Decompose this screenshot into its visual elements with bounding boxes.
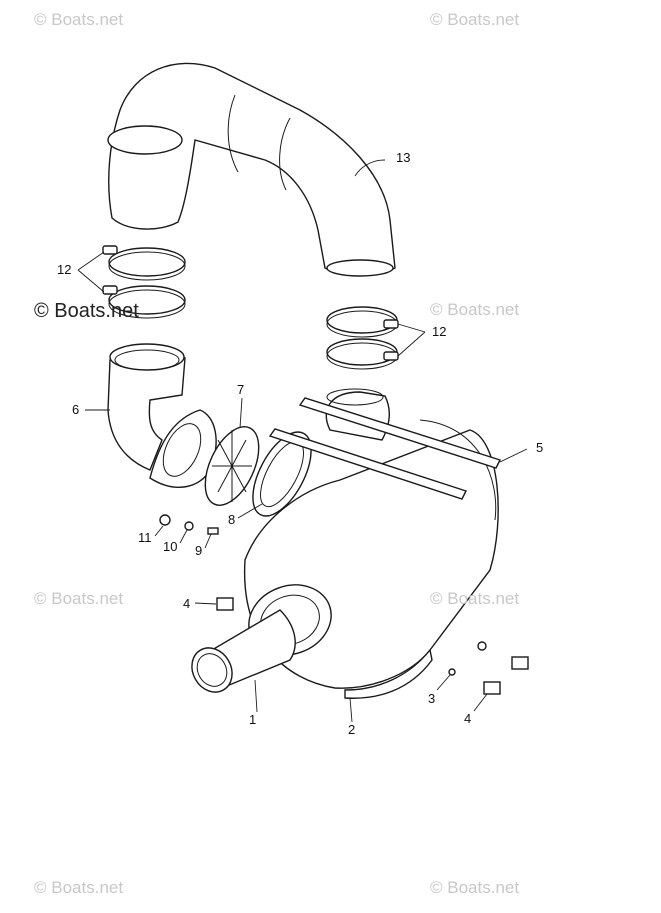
watermark-lower-left: © Boats.net: [34, 589, 124, 608]
watermark-bottom-left: © Boats.net: [34, 878, 124, 897]
part-4-clip-left: [216, 597, 234, 611]
part-3-screw-2: [448, 668, 456, 676]
callout-10: 10: [163, 539, 178, 554]
part-13-exhaust-hose: [107, 62, 396, 277]
callout-11: 11: [138, 530, 152, 545]
callout-4-left: 4: [183, 596, 191, 611]
part-9-stud: [207, 527, 219, 535]
part-11-washer: [159, 514, 171, 526]
watermark-mid-left: © Boats.net: [34, 300, 139, 322]
callout-12-right: 12: [432, 324, 447, 339]
callout-8: 8: [228, 512, 236, 527]
callout-3: 3: [428, 691, 436, 706]
callout-13: 13: [396, 150, 411, 165]
part-10-nut: [184, 521, 194, 531]
watermark-bottom-right: © Boats.net: [430, 878, 520, 897]
callout-12-left: 12: [57, 262, 72, 277]
callout-9: 9: [195, 543, 203, 558]
callout-4-right: 4: [464, 711, 472, 726]
part-2-heat-shield: [344, 648, 433, 699]
part-7-screen-disc: [204, 426, 260, 506]
watermark-top-right: © Boats.net: [430, 10, 520, 29]
callout-5: 5: [536, 440, 544, 455]
watermark-top-left: © Boats.net: [34, 10, 124, 29]
callout-1: 1: [249, 712, 257, 727]
callout-6: 6: [72, 402, 80, 417]
watermark-lower-right: © Boats.net: [430, 589, 520, 608]
callout-2: 2: [348, 722, 356, 737]
part-5-straps: [268, 397, 501, 500]
part-12-left-clamps: [102, 245, 186, 319]
small-hardware: [159, 514, 529, 695]
part-6-elbow-flange: [107, 343, 217, 488]
callout-7: 7: [237, 382, 245, 397]
part-12-right-clamps: [326, 306, 399, 370]
watermark-mid-right: © Boats.net: [430, 300, 520, 319]
part-3-screw: [477, 641, 487, 651]
part-4-clip-right: [483, 681, 501, 695]
leader-lines: [77, 159, 528, 723]
part-1-muffler: [191, 388, 499, 693]
part-4-clip-right-2: [511, 656, 529, 670]
